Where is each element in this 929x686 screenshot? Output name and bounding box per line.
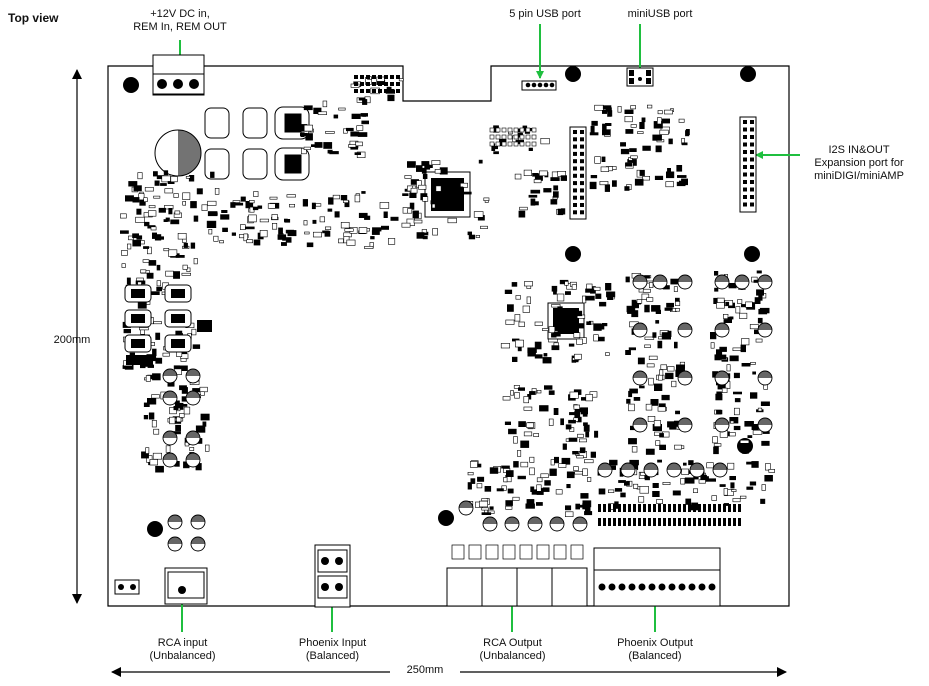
rca-input-jack <box>164 567 208 605</box>
mounting-hole <box>123 77 139 93</box>
mounting-hole <box>438 510 454 526</box>
miniusb-callout: miniUSB port <box>627 8 693 20</box>
rca-output-jacks <box>446 567 588 607</box>
width-dimension-label: 250mm <box>406 664 444 676</box>
i2s-callout-line-3: miniDIGI/miniAMP <box>814 170 904 182</box>
rca-output-callout: RCA Output (Unbalanced) <box>455 637 570 663</box>
phoenix-input-line-2: (Balanced) <box>305 650 360 662</box>
rca-input-callout: RCA input (Unbalanced) <box>125 637 240 663</box>
phoenix-input-callout: Phoenix Input (Balanced) <box>275 637 390 663</box>
power-terminal-block <box>152 54 205 96</box>
rca-input-line-1: RCA input <box>157 637 208 649</box>
rca-output-line-1: RCA Output <box>483 637 542 649</box>
power-callout-line-1: +12V DC in, <box>150 8 210 20</box>
mounting-hole <box>744 246 760 262</box>
power-callout: +12V DC in, REM In, REM OUT <box>120 8 240 34</box>
mounting-hole <box>147 521 163 537</box>
phoenix-input-connector <box>314 544 351 608</box>
i2s-expansion-header <box>739 116 757 213</box>
rca-input-line-2: (Unbalanced) <box>149 650 216 662</box>
vertical-header <box>569 126 587 220</box>
phoenix-output-line-1: Phoenix Output <box>617 637 693 649</box>
mounting-holes <box>123 66 760 537</box>
phoenix-input-line-1: Phoenix Input <box>298 637 367 649</box>
rca-output-line-2: (Unbalanced) <box>479 650 546 662</box>
usb-5pin-header <box>521 80 557 91</box>
mounting-hole <box>565 66 581 82</box>
view-title: Top view <box>8 11 59 25</box>
dsp-chip <box>424 171 471 218</box>
miniusb-connector <box>626 67 654 87</box>
phoenix-output-line-2: (Balanced) <box>628 650 682 662</box>
phoenix-output-connector <box>593 547 721 607</box>
power-callout-line-2: REM In, REM OUT <box>133 21 227 33</box>
i2s-callout: I2S IN&OUT Expansion port for miniDIGI/m… <box>796 144 922 183</box>
inductor-group <box>204 106 310 181</box>
electrolytic-capacitor <box>154 129 202 177</box>
i2s-callout-line-2: Expansion port for <box>814 157 904 169</box>
mounting-hole <box>565 246 581 262</box>
smd-components <box>120 75 775 560</box>
mounting-hole <box>740 66 756 82</box>
phoenix-output-callout: Phoenix Output (Balanced) <box>595 637 715 663</box>
small-connector <box>114 579 140 595</box>
usb5pin-callout: 5 pin USB port <box>509 8 581 20</box>
i2s-callout-line-1: I2S IN&OUT <box>828 144 890 156</box>
